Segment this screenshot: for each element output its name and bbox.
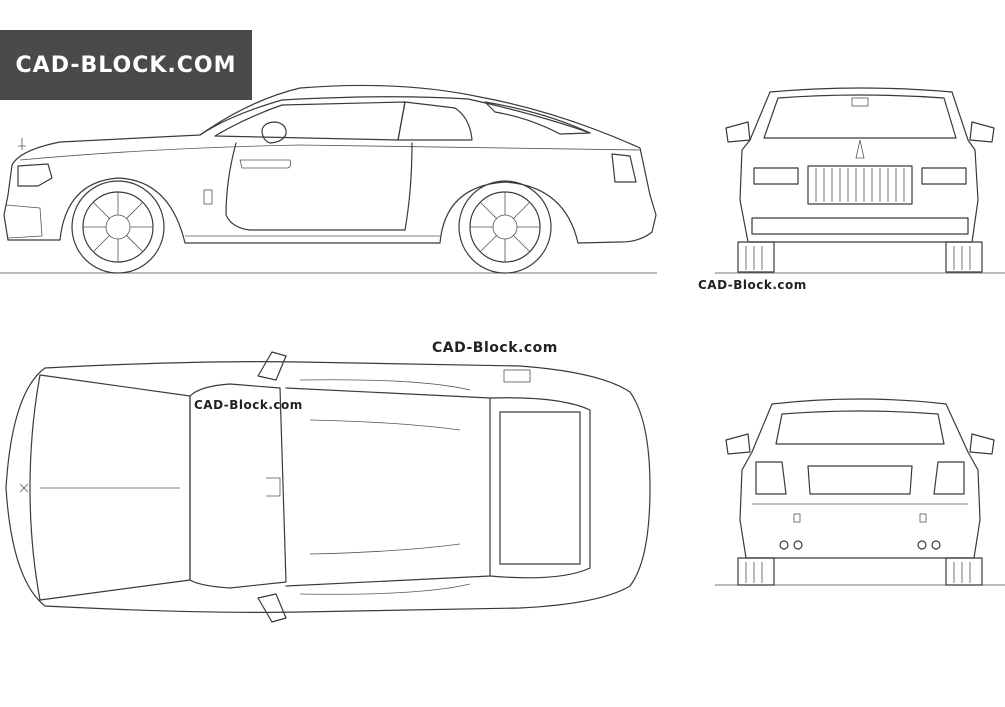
side-body-outline xyxy=(3,84,657,244)
front-view xyxy=(715,87,1005,274)
side-front-window xyxy=(214,101,406,141)
watermark-top-center: CAD-Block.com xyxy=(432,340,558,356)
rear-reflector-right xyxy=(919,513,927,523)
front-headlight-left xyxy=(753,167,799,185)
front-grille xyxy=(807,165,913,205)
front-lower-intake xyxy=(751,217,969,235)
rear-tire-left xyxy=(737,557,775,586)
front-windshield xyxy=(763,94,957,139)
side-view xyxy=(0,84,657,274)
rear-view xyxy=(715,398,1005,586)
top-side-line-lower xyxy=(299,583,471,595)
side-front-bumper xyxy=(5,204,43,239)
front-mirror-rear xyxy=(851,97,869,107)
rear-reflector-left xyxy=(793,513,801,523)
top-trunk xyxy=(499,411,581,565)
rear-tire-right xyxy=(945,557,983,586)
top-rear-window xyxy=(489,397,591,579)
rear-window xyxy=(775,410,945,445)
front-headlight-right xyxy=(921,167,967,185)
front-mirror-right xyxy=(969,121,995,143)
side-rear-wheel xyxy=(458,180,552,274)
rear-mirror-right xyxy=(969,433,995,455)
top-view xyxy=(5,351,651,623)
front-hood-ornament xyxy=(855,139,865,159)
front-tire-right xyxy=(945,241,983,273)
rear-exhaust-right xyxy=(917,540,941,550)
side-hood-ornament xyxy=(18,138,26,150)
rear-tire-tread xyxy=(745,562,971,583)
side-mirror xyxy=(261,121,287,144)
top-roof xyxy=(285,387,491,587)
rear-tail-light-right xyxy=(933,461,965,495)
brand-badge: CAD-BLOCK.COM xyxy=(0,30,252,100)
top-mirror-upper xyxy=(257,351,287,381)
top-windshield xyxy=(189,383,287,589)
side-fender-badge xyxy=(203,189,213,205)
side-front-wheel xyxy=(71,180,165,274)
watermark-front-view: CAD-Block.com xyxy=(698,278,807,292)
side-beltline xyxy=(19,144,641,161)
side-roof-line xyxy=(199,96,591,136)
rear-body-outline xyxy=(739,398,981,559)
rear-tail-light-left xyxy=(755,461,787,495)
side-door xyxy=(225,142,413,231)
side-rear-window xyxy=(397,101,473,141)
watermark-top-left: CAD-Block.com xyxy=(194,398,303,412)
front-mirror-left xyxy=(725,121,751,143)
rear-exhaust-left xyxy=(779,540,803,550)
side-door-handle xyxy=(239,159,292,169)
top-cowl-notch xyxy=(266,477,281,497)
top-hood-ornament xyxy=(19,483,29,493)
front-grille-bars xyxy=(815,168,905,202)
rear-plate-recess xyxy=(807,465,913,495)
top-roof-contour-upper xyxy=(309,419,461,431)
side-headlight xyxy=(17,163,53,187)
top-body-outline xyxy=(5,361,651,613)
side-rear-quarter-glass xyxy=(484,101,591,135)
brand-badge-text: CAD-BLOCK.COM xyxy=(15,52,237,78)
front-tire-tread xyxy=(745,246,971,270)
rear-mirror-left xyxy=(725,433,751,455)
top-side-line-upper xyxy=(299,379,471,391)
top-fuel-door xyxy=(503,369,531,383)
front-tire-left xyxy=(737,241,775,273)
front-body-outline xyxy=(739,87,979,243)
top-hood-panel xyxy=(29,374,191,601)
top-mirror-lower xyxy=(257,593,287,623)
top-roof-contour-lower xyxy=(309,543,461,555)
side-tail-light xyxy=(611,153,637,183)
